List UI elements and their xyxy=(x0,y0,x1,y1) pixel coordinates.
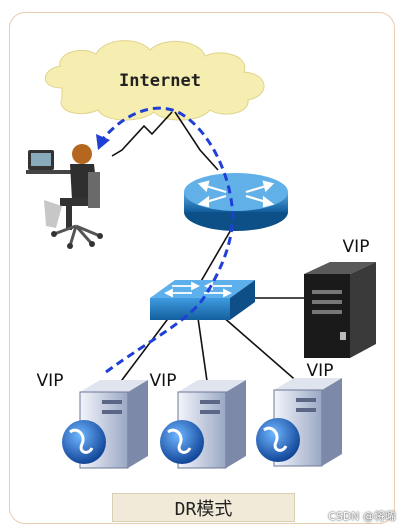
link-switch-server2 xyxy=(197,317,209,389)
vip-server-icon xyxy=(304,262,376,358)
link-router-switch xyxy=(199,227,233,284)
internet-label: Internet xyxy=(119,71,201,91)
flow-arrowhead xyxy=(96,134,110,150)
link-internet-router xyxy=(174,111,219,171)
connection-lines xyxy=(111,111,305,389)
internet-cloud: Internet xyxy=(44,40,265,121)
vip-label-server-3: VIP xyxy=(307,361,334,381)
vip-label-top: VIP xyxy=(343,237,370,257)
switch-icon xyxy=(150,280,255,320)
real-server-3-icon xyxy=(256,378,342,467)
link-switch-server1 xyxy=(115,315,171,389)
watermark-text: CSDN @将晞 xyxy=(328,510,396,523)
router-icon xyxy=(184,173,288,231)
mode-caption: DR模式 xyxy=(112,493,295,522)
link-switch-server3 xyxy=(221,315,301,385)
real-server-2-icon xyxy=(160,380,246,469)
link-internet-client xyxy=(111,111,173,157)
packet-flow-path xyxy=(96,106,235,374)
vip-label-server-1: VIP xyxy=(37,371,64,391)
real-server-1-icon xyxy=(62,380,148,469)
vip-label-server-2: VIP xyxy=(150,371,177,391)
client-user-icon xyxy=(26,144,103,249)
